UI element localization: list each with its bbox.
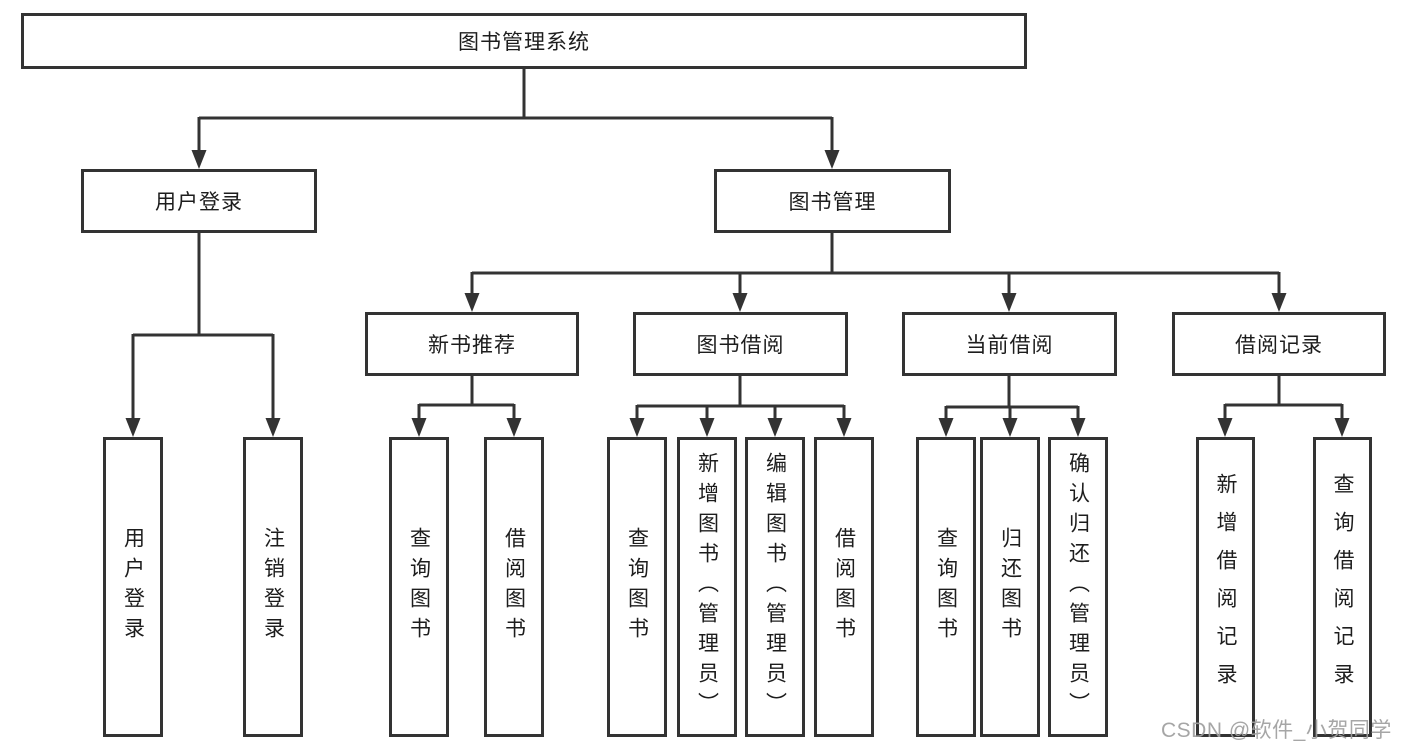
- leaf-add-book-admin: 新增图书（管理员）: [677, 437, 737, 737]
- leaf-user-login: 用户登录: [103, 437, 163, 737]
- leaf-borrow-books-recommend: 借阅图书: [484, 437, 544, 737]
- leaf-edit-book-admin: 编辑图书（管理员）: [745, 437, 805, 737]
- leaf-label: 查询图书: [625, 527, 649, 647]
- leaf-confirm-return-admin: 确认归还（管理员）: [1048, 437, 1108, 737]
- leaf-label: 用户登录: [121, 527, 145, 647]
- node-user-login: 用户登录: [81, 169, 317, 233]
- node-book-borrow: 图书借阅: [633, 312, 848, 376]
- watermark: CSDN @软件_小贺同学: [1161, 719, 1392, 742]
- node-new-book-recommend: 新书推荐: [365, 312, 579, 376]
- leaf-label: 查询图书: [934, 527, 958, 647]
- leaf-label: 借阅图书: [832, 527, 856, 647]
- leaf-label: 归还图书: [998, 527, 1022, 647]
- leaf-label: 查询图书: [407, 527, 431, 647]
- leaf-add-borrow-record: 新增借阅记录: [1196, 437, 1255, 737]
- leaf-label: 注销登录: [261, 527, 285, 647]
- leaf-logout-login: 注销登录: [243, 437, 303, 737]
- leaf-label: 查询借阅记录: [1331, 473, 1354, 701]
- leaf-label: 新增图书（管理员）: [695, 452, 719, 722]
- node-borrow-records: 借阅记录: [1172, 312, 1386, 376]
- node-book-management: 图书管理: [714, 169, 951, 233]
- leaf-label: 借阅图书: [502, 527, 526, 647]
- leaf-query-borrow-record: 查询借阅记录: [1313, 437, 1372, 737]
- leaf-label: 确认归还（管理员）: [1066, 452, 1090, 722]
- leaf-query-books-borrow: 查询图书: [607, 437, 667, 737]
- leaf-borrow-books: 借阅图书: [814, 437, 874, 737]
- leaf-return-books: 归还图书: [980, 437, 1040, 737]
- leaf-query-books-current: 查询图书: [916, 437, 976, 737]
- leaf-label: 编辑图书（管理员）: [763, 452, 787, 722]
- leaf-label: 新增借阅记录: [1214, 473, 1237, 701]
- leaf-query-books-recommend: 查询图书: [389, 437, 449, 737]
- node-current-borrow: 当前借阅: [902, 312, 1117, 376]
- node-library-system: 图书管理系统: [21, 13, 1027, 69]
